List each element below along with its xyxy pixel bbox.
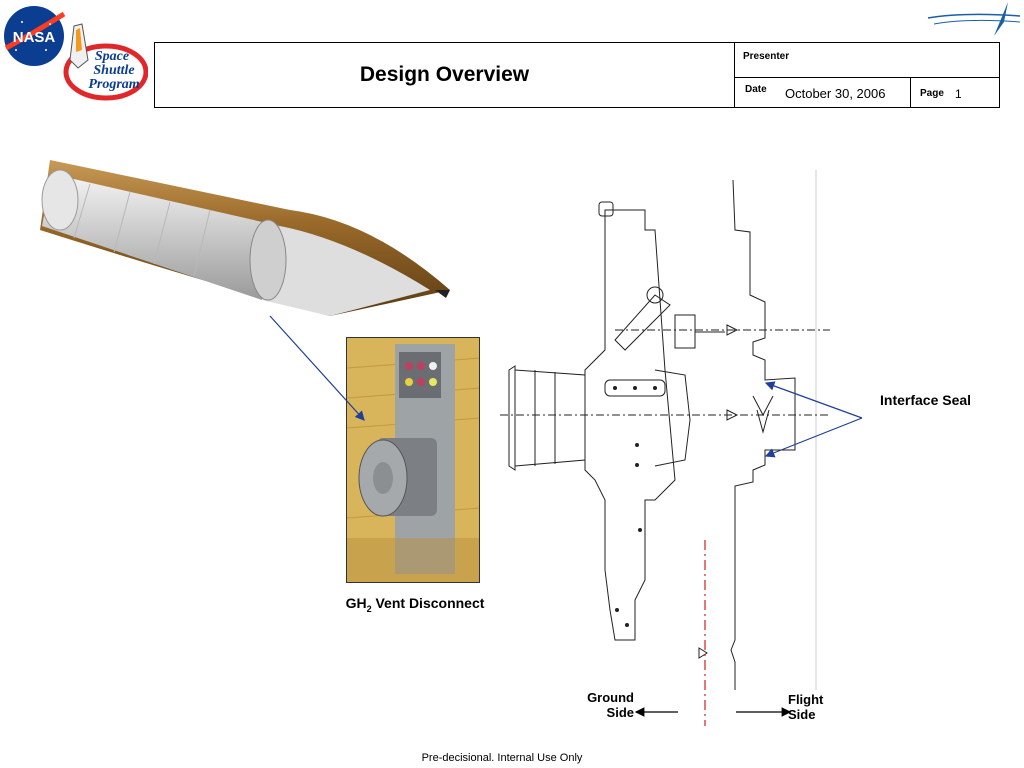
ssp-line2: Shuttle [93,63,134,78]
ground-side-label: Ground Side [572,690,634,720]
interface-seal-label: Interface Seal [880,392,972,408]
lockheed-star-logo [927,2,1021,36]
ground-label-line2: Side [606,705,634,720]
page-title: Design Overview [359,63,530,86]
photo-caption: GH2 Vent Disconnect [300,595,530,614]
header-box: Design Overview Presenter Date October 3… [154,42,1000,108]
caption-suffix: Vent Disconnect [371,595,485,611]
presenter-label: Presenter [743,51,790,62]
presenter-cell: Presenter [735,43,999,78]
nasa-logo: NASA [4,6,66,66]
date-value: October 30, 2006 [785,86,886,101]
nasa-logo-text: NASA [13,29,56,46]
caption-prefix: GH [345,595,367,611]
vent-disconnect-cross-section [500,170,830,726]
vent-disconnect-photo [346,337,480,583]
vent-disconnect-photo-graphic [347,338,479,582]
external-tank-illustration [40,160,450,316]
flight-side-label: Flight Side [788,692,823,722]
footer-text: Pre-decisional. Internal Use Only [421,752,583,764]
title-cell: Design Overview [155,43,735,107]
date-cell: Date October 30, 2006 [735,78,911,107]
page-cell: Page 1 [911,78,999,107]
space-shuttle-program-logo: Space Shuttle Program [63,23,148,101]
ssp-line1: Space [95,49,129,64]
flight-label-line1: Flight [788,692,824,707]
flight-label-line2: Side [788,707,816,722]
page-label: Page [920,88,944,99]
ssp-line3: Program [88,77,139,92]
page-number: 1 [955,87,962,101]
date-label: Date [745,84,767,95]
ground-label-line1: Ground [587,690,634,705]
caption-subscript: 2 [366,603,372,614]
